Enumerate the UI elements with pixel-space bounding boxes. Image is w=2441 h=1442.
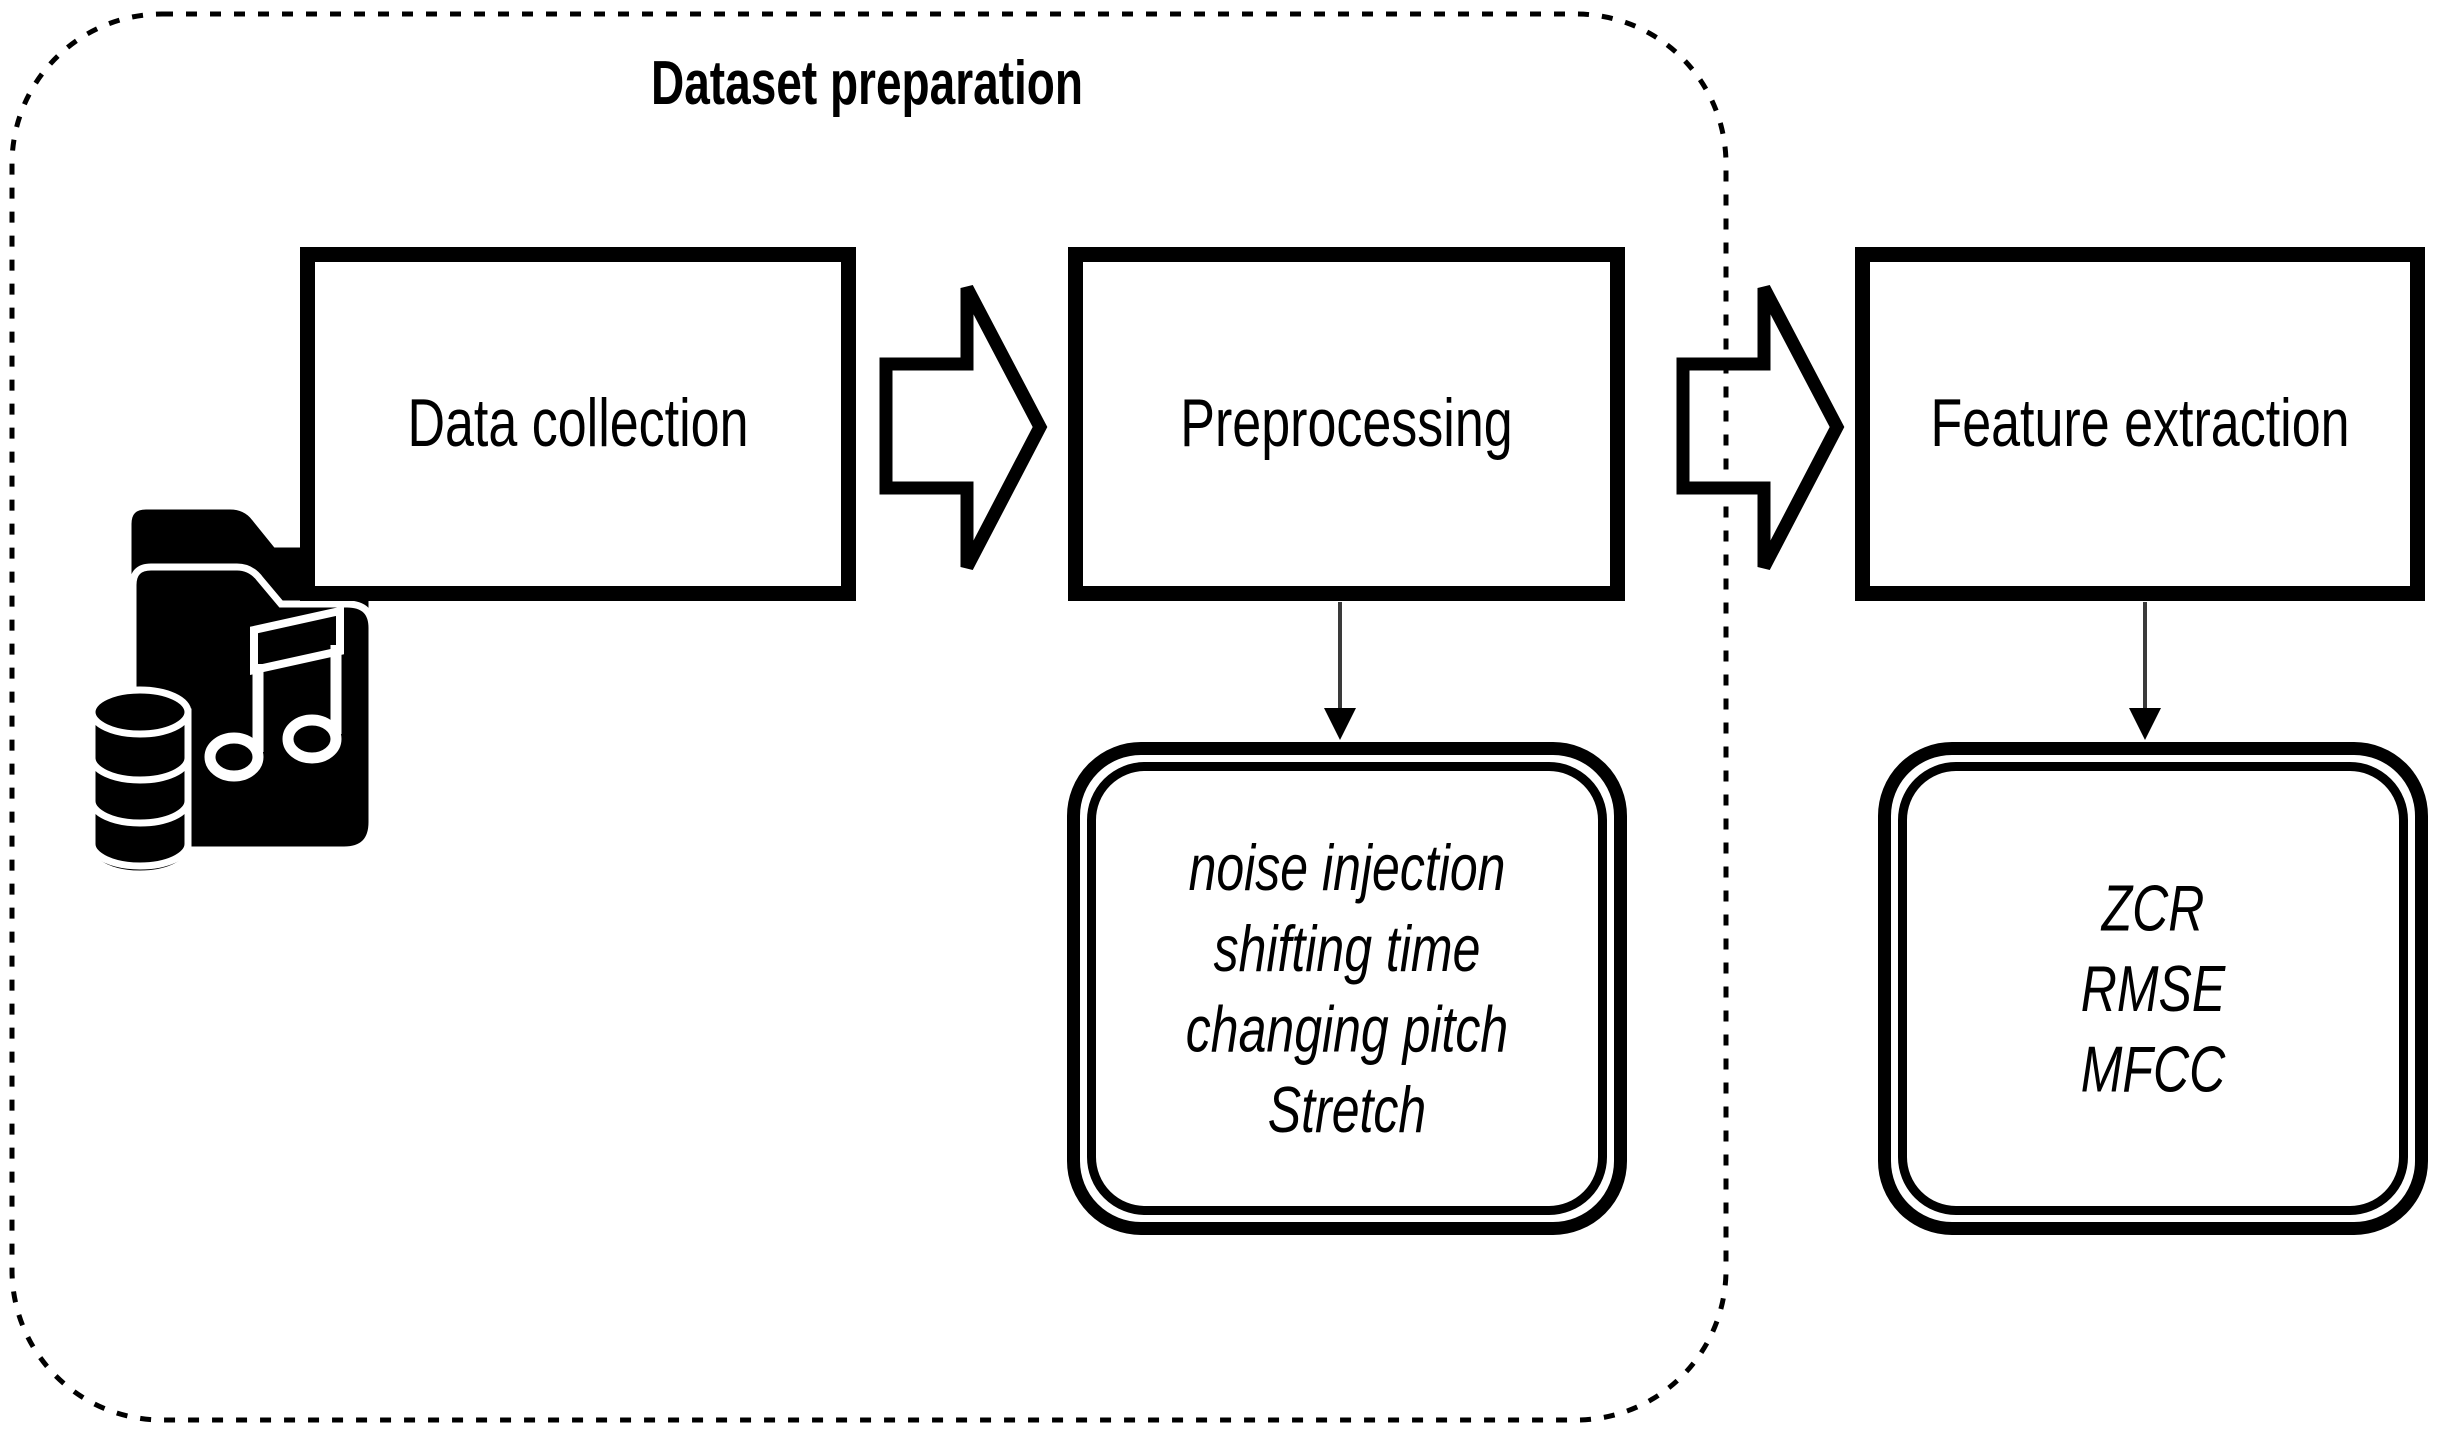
- dataset-preparation-group-border: [9, 11, 1729, 1423]
- stage-box-preprocessing: Preprocessing: [1068, 247, 1625, 601]
- feature-item: ZCR: [2101, 871, 2205, 945]
- group-title: Dataset preparation: [650, 47, 1083, 118]
- features-list: ZCR RMSE MFCC: [2081, 868, 2225, 1110]
- inner-border: noise injection shifting time changing p…: [1087, 762, 1607, 1215]
- feature-item: MFCC: [2080, 1032, 2226, 1106]
- music-note-icon: [204, 606, 344, 782]
- technique-item: noise injection: [1188, 831, 1506, 904]
- stage-label: Data collection: [407, 386, 749, 462]
- block-arrow-icon: [1676, 284, 1845, 571]
- technique-item: shifting time: [1213, 911, 1481, 985]
- techniques-list: noise injection shifting time changing p…: [1186, 827, 1508, 1149]
- down-arrow-icon: [1324, 602, 1356, 740]
- block-arrow-icon: [879, 284, 1048, 571]
- database-icon: [88, 686, 192, 878]
- feature-item: RMSE: [2080, 952, 2226, 1025]
- down-arrow-icon: [2129, 602, 2161, 740]
- technique-item: Stretch: [1267, 1073, 1427, 1146]
- technique-item: changing pitch: [1185, 992, 1509, 1066]
- preprocessing-techniques-box: noise injection shifting time changing p…: [1067, 742, 1627, 1235]
- stage-label: Preprocessing: [1180, 386, 1513, 462]
- extracted-features-box: ZCR RMSE MFCC: [1878, 742, 2428, 1235]
- inner-border: ZCR RMSE MFCC: [1898, 762, 2408, 1215]
- stage-box-data-collection: Data collection: [300, 247, 856, 601]
- stage-box-feature-extraction: Feature extraction: [1855, 247, 2425, 601]
- stage-label: Feature extraction: [1930, 386, 2350, 462]
